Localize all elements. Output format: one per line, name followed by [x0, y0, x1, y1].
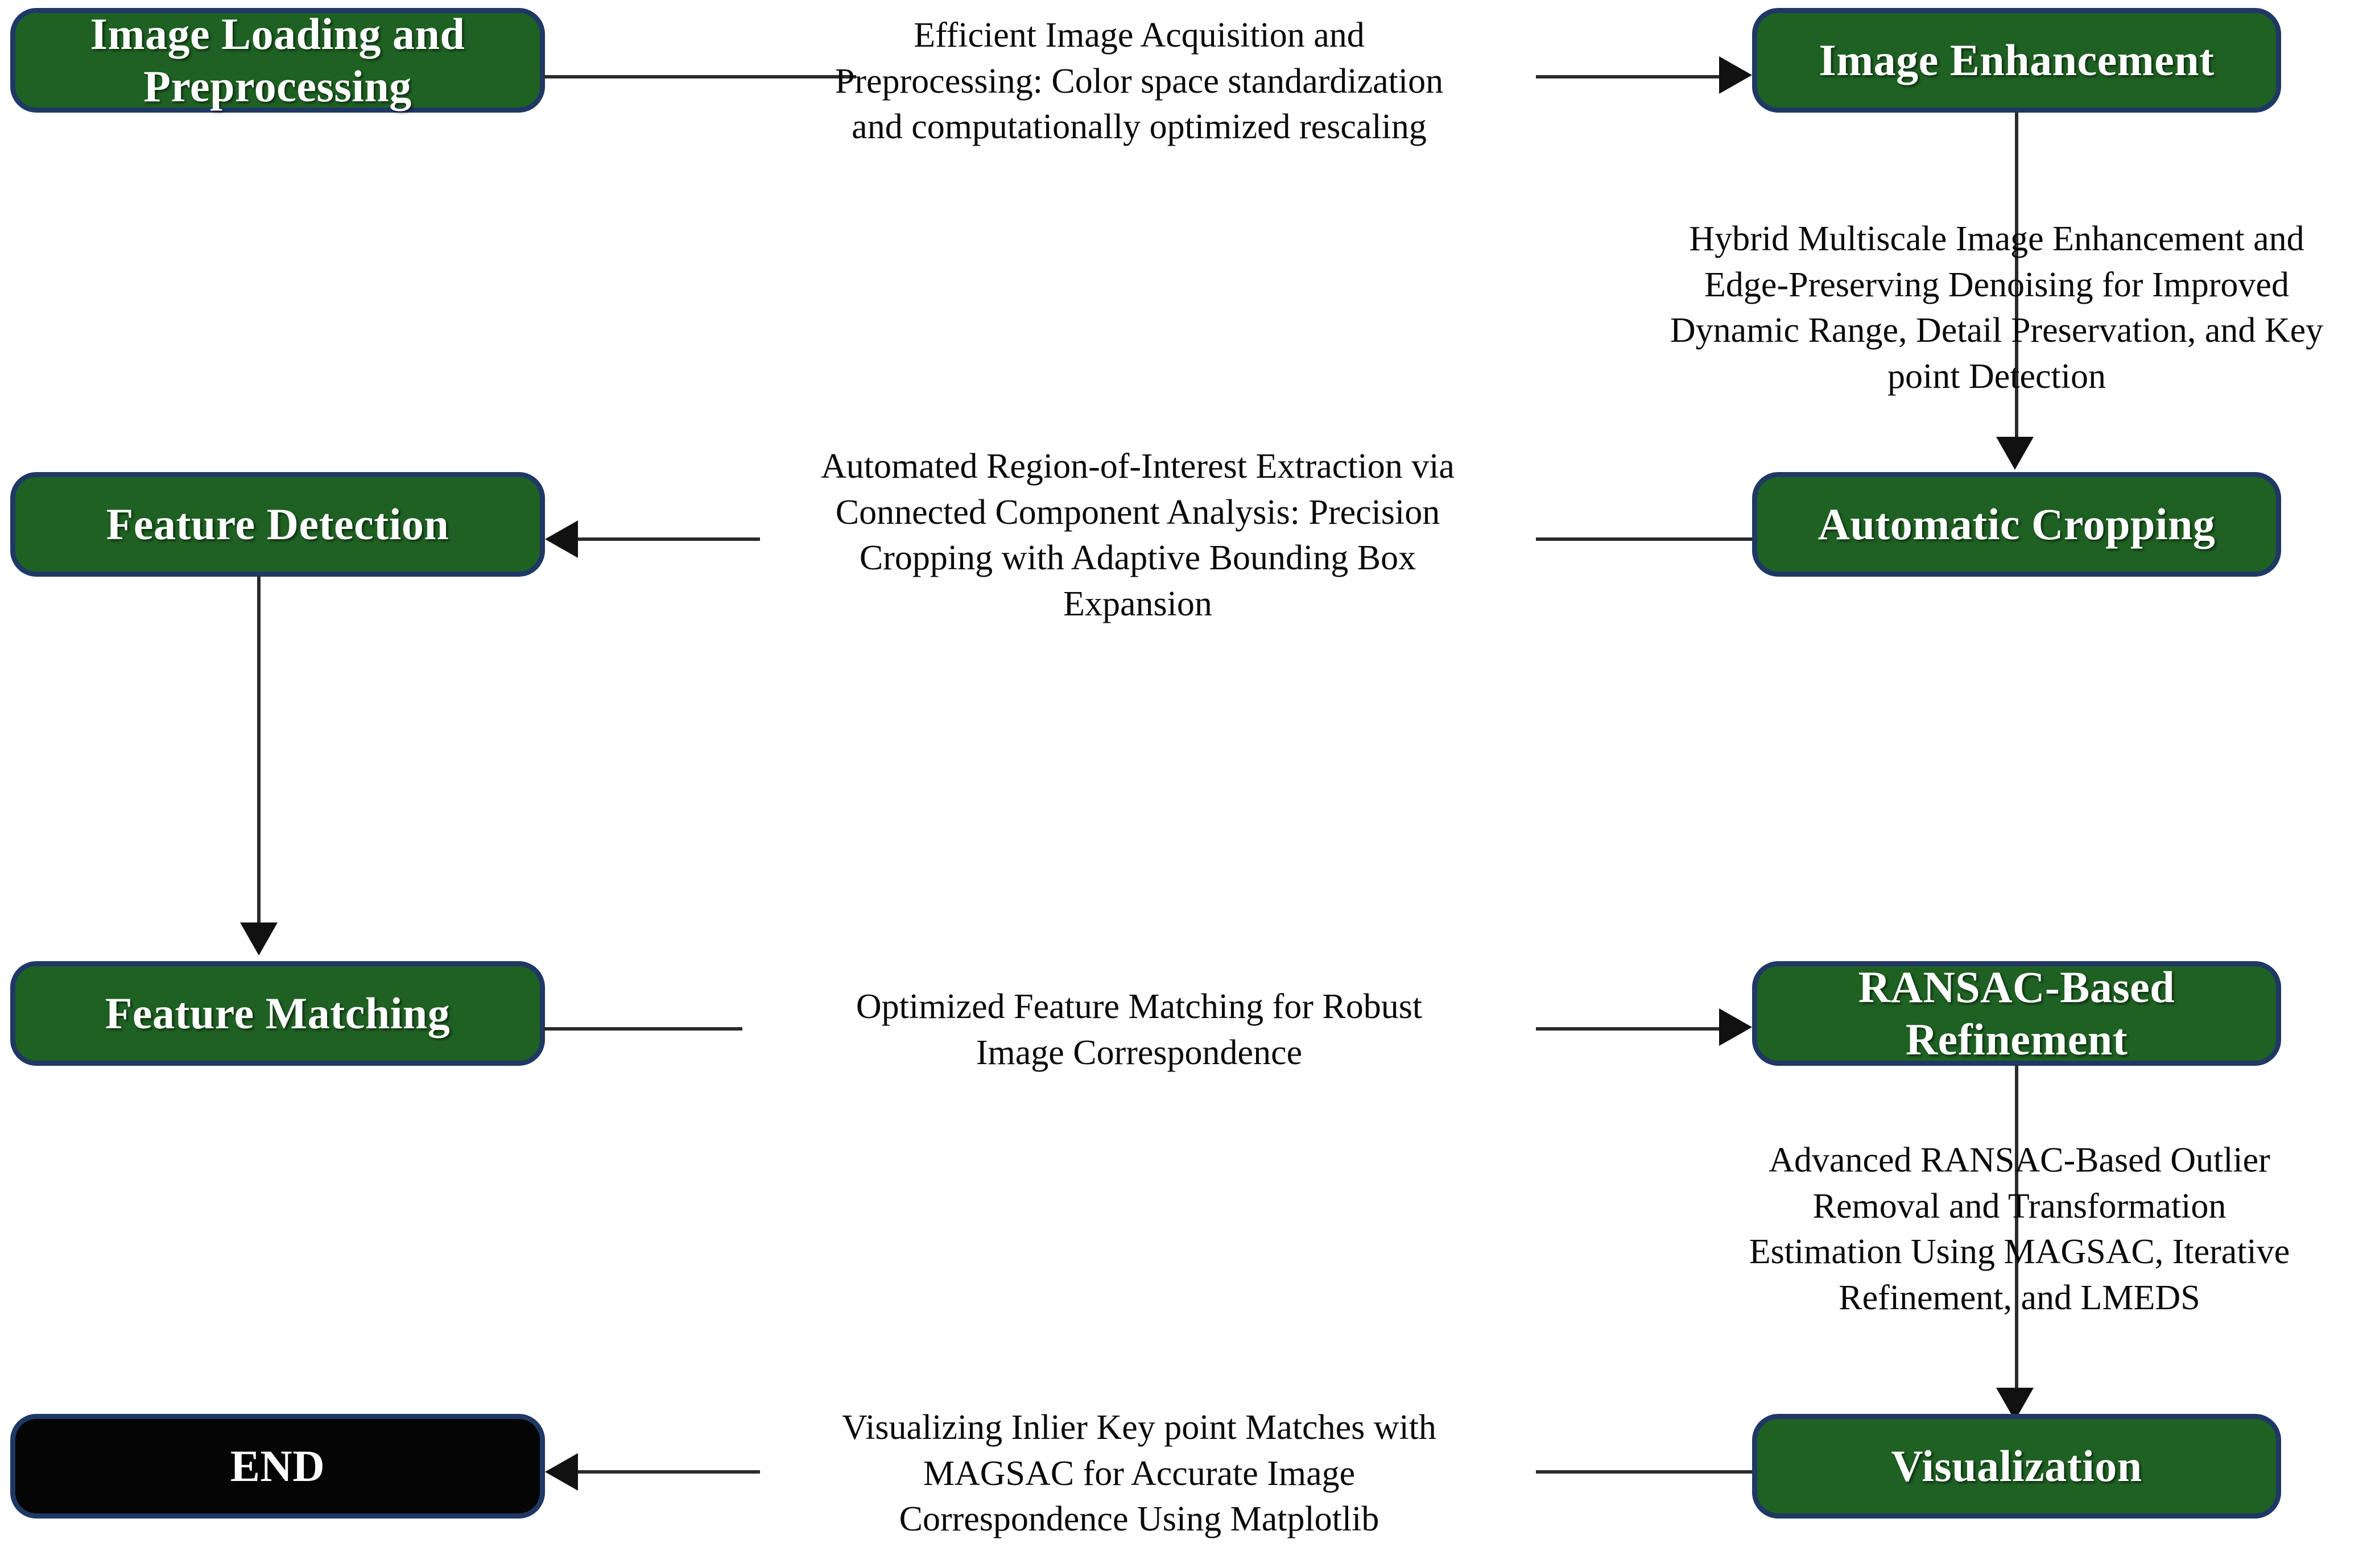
node-visualization[interactable]: Visualization [1752, 1414, 2281, 1519]
connector-caption3-to-detection [578, 537, 760, 541]
edge-caption-loading-to-enhancement: Efficient Image Acquisition and Preproce… [835, 16, 1444, 147]
arrowhead-left-icon-to-end [545, 1453, 578, 1491]
arrowhead-right-icon-to-enhancement [1719, 56, 1752, 94]
node-label-image-enhancement: Image Enhancement [1819, 35, 2215, 85]
node-label-automatic-cropping: Automatic Cropping [1818, 499, 2216, 549]
edge-caption-matching-to-ransac: Optimized Feature Matching for Robust Im… [856, 987, 1423, 1072]
node-label-image-loading-and-preprocessing: Image Loading and Preprocessing [90, 9, 465, 111]
node-label-visualization: Visualization [1891, 1441, 2142, 1491]
connector-matching-to-caption5 [543, 1027, 742, 1031]
connector-visualization-to-caption7 [1536, 1470, 1753, 1474]
connector-enhancement-to-cropping [2015, 113, 2018, 437]
connector-caption5-to-ransac [1536, 1027, 1719, 1031]
node-label-feature-detection: Feature Detection [106, 499, 449, 549]
connector-cropping-to-caption3 [1536, 537, 1753, 541]
node-feature-detection[interactable]: Feature Detection [10, 472, 545, 577]
node-automatic-cropping[interactable]: Automatic Cropping [1752, 472, 2281, 577]
connector-detection-to-matching [257, 577, 261, 922]
node-feature-matching[interactable]: Feature Matching [10, 961, 545, 1066]
node-label-end: END [230, 1441, 325, 1491]
arrowhead-left-icon-to-detection [545, 520, 578, 558]
node-end[interactable]: END [10, 1414, 545, 1519]
arrowhead-down-icon-to-matching [240, 922, 278, 955]
edge-caption-cropping-to-detection: Automated Region-of-Interest Extraction … [821, 447, 1455, 623]
node-label-feature-matching: Feature Matching [105, 988, 451, 1038]
node-image-loading-and-preprocessing[interactable]: Image Loading and Preprocessing [10, 8, 545, 113]
connector-caption1-to-enhancement [1536, 75, 1719, 78]
edge-caption-visualization-to-end: Visualizing Inlier Key point Matches wit… [842, 1408, 1436, 1539]
node-image-enhancement[interactable]: Image Enhancement [1752, 8, 2281, 113]
edge-caption-ransac-to-visualization: Advanced RANSAC-Based Outlier Removal an… [1749, 1141, 2290, 1317]
node-ransac-based-refinement[interactable]: RANSAC-Based Refinement [1752, 961, 2281, 1066]
arrowhead-right-icon-to-ransac [1719, 1008, 1752, 1046]
connector-caption7-to-end [578, 1470, 760, 1474]
connector-loading-to-caption1 [543, 75, 856, 78]
arrowhead-down-icon-to-cropping [1996, 437, 2034, 470]
edge-caption-enhancement-to-cropping: Hybrid Multiscale Image Enhancement and … [1670, 220, 2324, 396]
connector-ransac-to-visualization [2015, 1066, 2018, 1388]
node-label-ransac-based-refinement: RANSAC-Based Refinement [1858, 962, 2175, 1064]
